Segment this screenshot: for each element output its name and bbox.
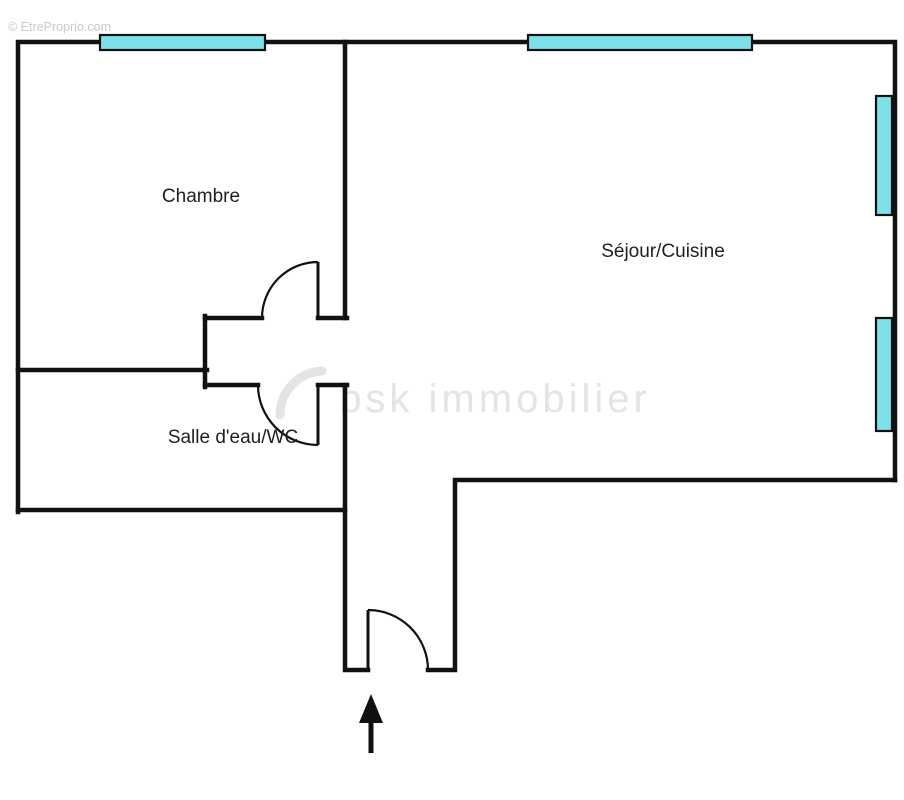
wall-corridor-left <box>342 382 371 673</box>
window-top-right-icon <box>526 33 754 52</box>
watermark-copyright: © EtreProprio.com <box>8 20 111 34</box>
door-arc-chambre <box>260 260 319 319</box>
wall-sejour-bottom-and-corridor-right <box>425 477 898 673</box>
walls <box>15 39 898 673</box>
wall-outer-left-top-right <box>15 39 898 515</box>
room-label-sejour: Séjour/Cuisine <box>601 241 725 262</box>
window-top-left-icon <box>98 33 267 52</box>
watermark-agency-text: bsk immobilier <box>339 377 651 421</box>
room-label-chambre: Chambre <box>162 186 240 207</box>
room-label-salle-eau: Salle d'eau/WC <box>168 427 298 448</box>
door-arc-salle-eau <box>256 384 319 447</box>
window-right-lower-icon <box>874 316 894 433</box>
door-arc-entrance <box>367 608 430 671</box>
watermark-agency: bsk immobilier <box>275 366 651 421</box>
doors <box>256 260 430 671</box>
window-right-upper-icon <box>874 94 894 217</box>
entrance-arrow-icon <box>359 694 383 753</box>
agency-logo-icon <box>275 366 327 420</box>
entrance-arrow-head <box>359 694 383 723</box>
windows <box>98 33 894 433</box>
